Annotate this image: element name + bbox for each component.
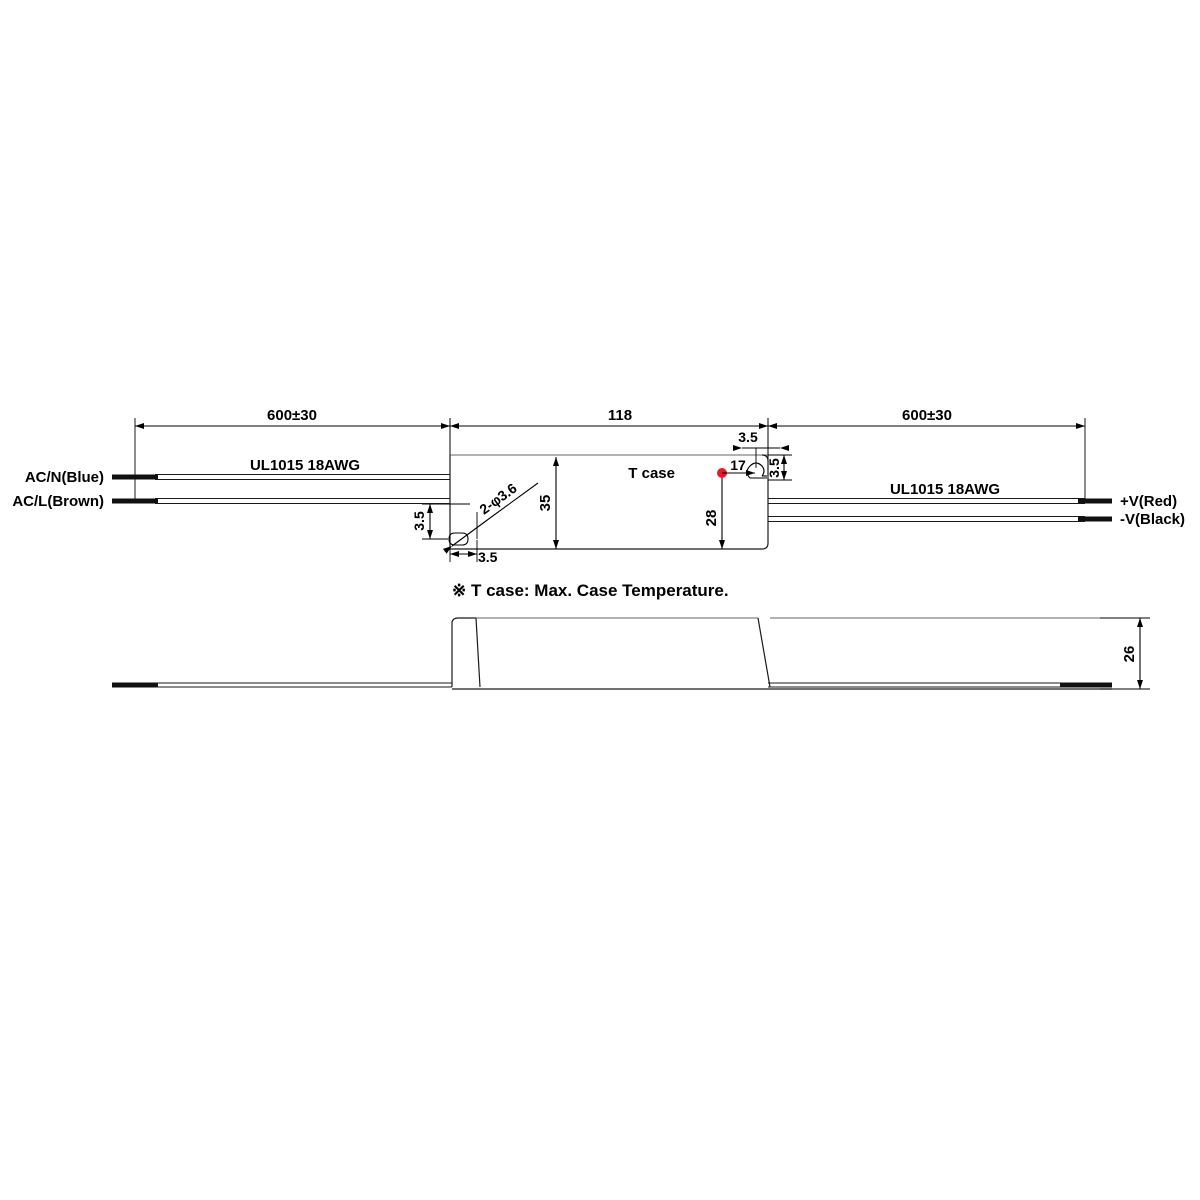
dim-input-lead-length-label: 600±30 bbox=[267, 407, 317, 424]
label-ac-neutral: AC/N(Blue) bbox=[25, 469, 104, 486]
dim-body-height-label: 26 bbox=[1121, 646, 1138, 663]
side-view-housing bbox=[451, 617, 1135, 690]
tcase-note: ※ T case: Max. Case Temperature. bbox=[452, 581, 729, 600]
dim-slot-edge-right-vertical-label: 3.5 bbox=[766, 458, 782, 478]
housing-outline bbox=[449, 454, 769, 550]
dim-slot-edge-right-horizontal-label: 3.5 bbox=[738, 429, 758, 445]
dim-body-length: 118 bbox=[449, 407, 769, 462]
input-wires bbox=[112, 474, 450, 504]
dim-hole-edge-left-horizontal: 3.5 bbox=[449, 540, 498, 565]
dim-tcase-offset-vertical-label: 28 bbox=[703, 510, 720, 527]
mounting-hole-left: 2-φ3.6 bbox=[442, 480, 539, 554]
dim-body-height: 26 bbox=[1100, 617, 1150, 690]
label-v-positive: +V(Red) bbox=[1120, 493, 1177, 510]
tcase-marker-group: T case bbox=[628, 465, 727, 482]
top-view: 600±30 118 600±30 bbox=[12, 407, 1185, 600]
dim-output-lead-length-label: 600±30 bbox=[902, 407, 952, 424]
side-view-output-wires bbox=[768, 682, 1112, 688]
dim-body-width: 35 bbox=[537, 457, 559, 549]
dim-output-lead-length: 600±30 bbox=[767, 407, 1086, 500]
label-wire-spec-input: UL1015 18AWG bbox=[250, 457, 360, 474]
label-v-negative: -V(Black) bbox=[1120, 511, 1185, 528]
dim-tcase-offset-vertical: 28 bbox=[703, 478, 725, 549]
dim-slot-edge-right-vertical: 3.5 bbox=[766, 454, 792, 481]
dim-tcase-offset-horizontal-label: 17 bbox=[730, 457, 746, 473]
output-wires bbox=[768, 498, 1112, 522]
mounting-slot-right bbox=[746, 462, 767, 479]
dim-body-width-label: 35 bbox=[537, 495, 554, 512]
dim-slot-edge-right-horizontal: 3.5 bbox=[733, 429, 789, 468]
label-ac-live: AC/L(Brown) bbox=[12, 493, 104, 510]
tcase-label: T case bbox=[628, 465, 675, 482]
side-view-input-wires bbox=[112, 682, 452, 688]
dim-tcase-offset-horizontal: 17 bbox=[722, 457, 755, 476]
dim-hole-edge-left-vertical-label: 3.5 bbox=[411, 511, 427, 531]
side-view: 26 bbox=[112, 617, 1150, 690]
dim-input-lead-length: 600±30 bbox=[134, 407, 451, 500]
dim-hole-edge-left-vertical: 3.5 bbox=[411, 503, 470, 540]
label-wire-spec-output: UL1015 18AWG bbox=[890, 481, 1000, 498]
dim-hole-edge-left-horizontal-label: 3.5 bbox=[478, 549, 498, 565]
dim-body-length-label: 118 bbox=[608, 407, 632, 424]
